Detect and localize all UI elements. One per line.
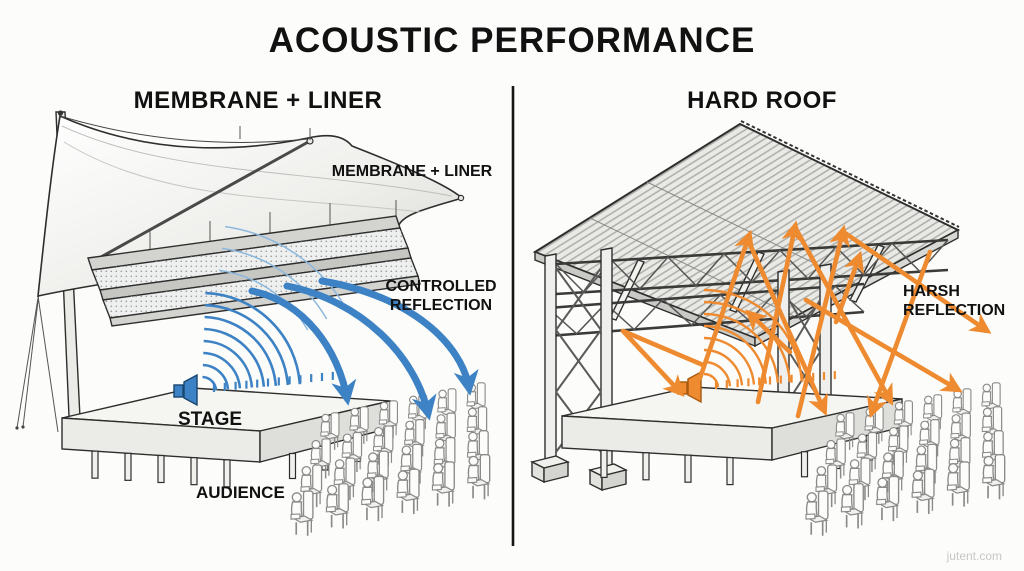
harsh-reflection-label-line2: REFLECTION [903,302,1005,319]
left-heading: MEMBRANE + LINER [134,87,383,114]
right-heading: HARD ROOF [687,87,837,114]
audience-label: AUDIENCE [196,483,285,502]
right-panel: HARD ROOF [529,87,1006,537]
sound-tick-marks-right [714,371,836,389]
acoustic-liner [87,215,421,327]
watermark: jutent.com [946,549,1002,563]
controlled-reflection-label-line2: REFLECTION [390,297,492,314]
left-panel: MEMBRANE + LINER [15,87,497,537]
harsh-reflection-label-line1: HARSH [903,283,960,300]
harsh-reflection-arrows [620,220,992,419]
sound-wave-arcs-left [202,291,302,391]
page-title: ACOUSTIC PERFORMANCE [269,21,756,60]
controlled-reflection-arrows [248,277,479,421]
membrane-structure [15,110,465,449]
speaker-icon-left [173,373,198,407]
sound-tick-marks-left [212,371,334,392]
controlled-reflection-label-line1: CONTROLLED [385,278,496,295]
stage-label: STAGE [178,409,242,430]
membrane-liner-annotation: MEMBRANE + LINER [332,163,493,180]
